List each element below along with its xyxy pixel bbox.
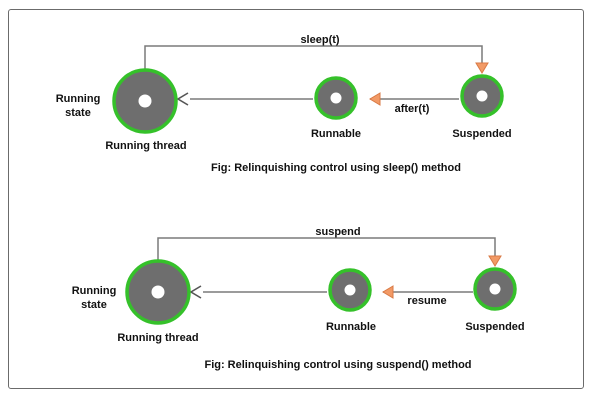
left-orange-arrow-icon [369,92,381,106]
transition-label: after(t) [395,103,430,115]
suspend-diagram: suspend resume Running state Running thr… [72,226,525,371]
down-arrow-icon [488,255,502,267]
sleep-diagram: sleep(t) after(t) Running state Running … [56,34,512,174]
top-label: sleep(t) [300,34,339,46]
figure-caption: Fig: Relinquishing control using suspend… [204,359,471,371]
suspended-node-center [476,90,488,102]
runnable-label: Runnable [311,128,361,140]
runnable-node-center [344,284,356,296]
figure-caption: Fig: Relinquishing control using sleep()… [211,162,461,174]
runnable-label: Runnable [326,321,376,333]
running-state-label-line1: Running [72,285,117,297]
suspended-label: Suspended [465,321,524,333]
down-arrow-icon [475,62,489,74]
left-arrow-icon [189,285,202,299]
figure-frame [8,9,584,389]
running-thread-label: Running thread [117,332,198,344]
left-arrow-icon [176,92,189,106]
top-loop-line [144,45,483,96]
top-loop-line [157,237,496,260]
left-orange-arrow-icon [382,285,394,299]
runnable-node-center [330,92,342,104]
running-node-center [151,285,165,299]
running-node-center [138,94,152,108]
running-thread-label: Running thread [105,140,186,152]
top-label: suspend [315,226,360,238]
running-state-label-line1: Running [56,93,101,105]
running-state-label-line2: state [65,107,91,119]
transition-label: resume [407,295,446,307]
suspended-node-center [489,283,501,295]
suspended-label: Suspended [452,128,511,140]
running-state-label-line2: state [81,299,107,311]
